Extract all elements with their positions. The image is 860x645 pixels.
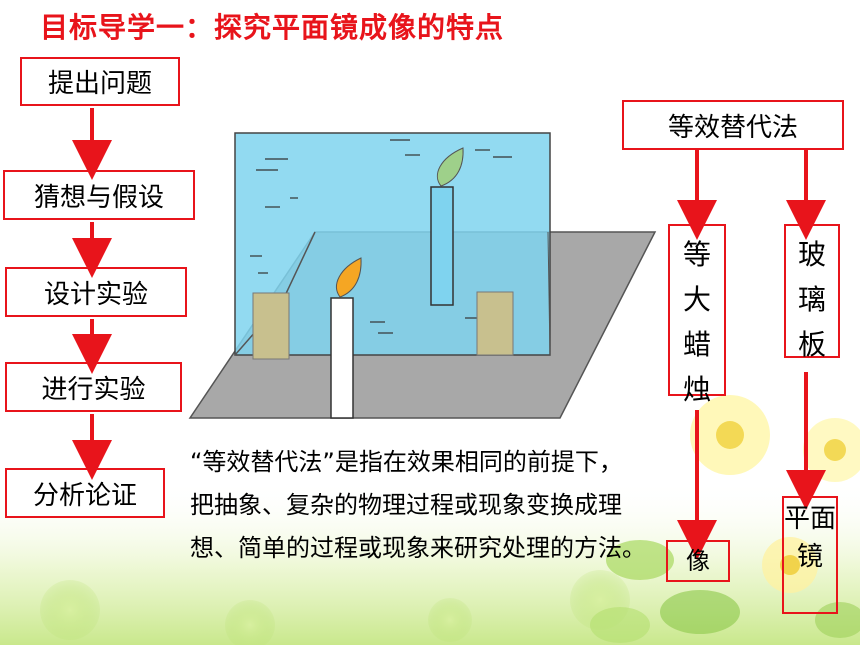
flower-decoration-3 — [762, 537, 818, 593]
branch-equal-candle: 等大蜡烛 — [668, 224, 726, 406]
flower-decoration-1 — [690, 395, 770, 475]
image-candle — [430, 186, 454, 306]
real-candle — [330, 297, 354, 419]
explanation-line-3: 想、简单的过程或现象来研究处理的方法。 — [190, 534, 646, 562]
branch-glass-plate: 玻璃板 — [784, 224, 840, 361]
candle-stand-right — [476, 291, 514, 356]
candle-stand-left — [252, 292, 290, 360]
explanation-line-1: “等效替代法”是指在效果相同的前提下， — [190, 448, 623, 476]
flower-decoration-2 — [803, 418, 860, 482]
page-title: 目标导学一：探究平面镜成像的特点 — [40, 11, 505, 44]
step-raise-question: 提出问题 — [20, 57, 180, 106]
result-image: 像 — [666, 540, 730, 582]
experiment-illustration — [188, 132, 657, 419]
explanation-line-2: 把抽象、复杂的物理过程或现象变换成理 — [190, 491, 622, 519]
method-equivalent-substitution: 等效替代法 — [622, 100, 844, 150]
explanation-text: “等效替代法”是指在效果相同的前提下， 把抽象、复杂的物理过程或现象变换成理 想… — [190, 441, 830, 570]
real-candle-flame — [336, 257, 362, 298]
image-candle-flame — [436, 147, 464, 187]
result-plane-mirror: 平面镜 — [782, 496, 838, 614]
